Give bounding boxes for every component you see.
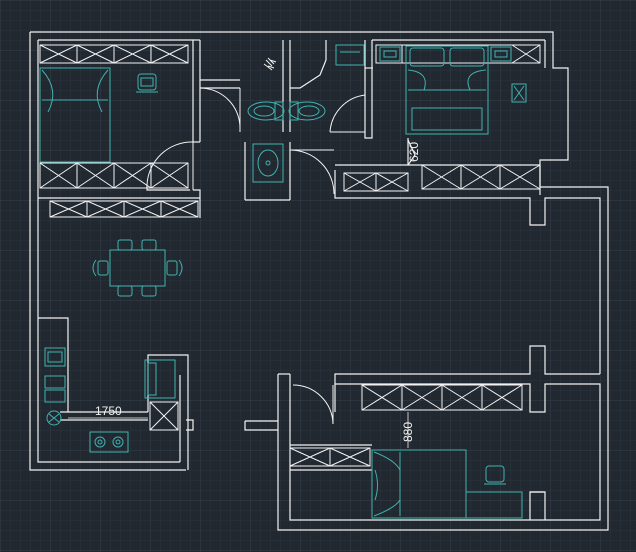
furniture [39, 44, 527, 519]
bed-icon [405, 45, 489, 135]
sink-icon [252, 143, 284, 183]
door-swing [146, 141, 194, 186]
chair-icon [511, 83, 527, 103]
dining-table-icon [92, 239, 183, 297]
dim-bottom-gap: 880 [401, 422, 415, 442]
door-swing [329, 94, 366, 133]
sink-icon [44, 347, 66, 426]
sink-icon [335, 44, 365, 66]
stove-icon [89, 431, 129, 453]
chair-icon [136, 73, 158, 93]
fridge-icon [144, 359, 176, 399]
shower-icon [263, 57, 277, 71]
dim-kitchen-width: 1750 [95, 404, 122, 418]
door-swing [292, 384, 334, 425]
toilet-icon [247, 101, 326, 121]
bed-icon [39, 67, 111, 163]
door-swing [289, 149, 335, 195]
doors [146, 87, 366, 425]
dimensions: 1750 620 880 [68, 142, 421, 448]
dim-bedroom-gap: 620 [407, 142, 421, 162]
nightstand-icon [379, 46, 512, 62]
bed-icon [371, 449, 467, 519]
door-swing [199, 87, 241, 129]
chair-icon [465, 465, 523, 519]
cabinets [39, 44, 541, 467]
